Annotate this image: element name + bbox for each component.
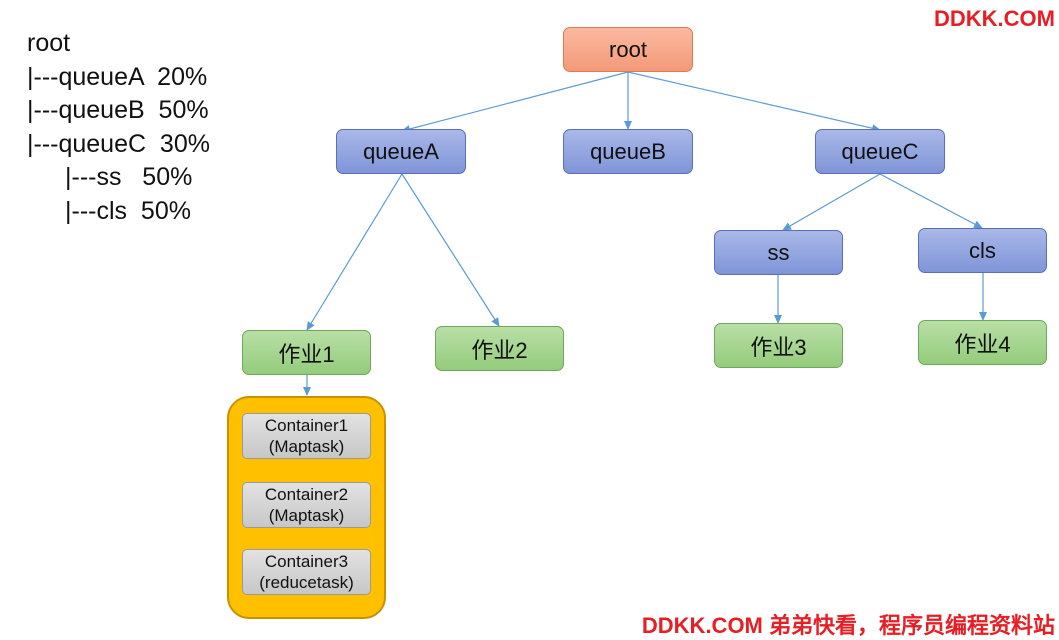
- node-cls: cls: [918, 228, 1047, 273]
- edge-queueA-job2: [401, 173, 500, 327]
- edge-queueA-job1: [306, 173, 403, 331]
- tree-line-queueA: |---queueA 20%: [27, 62, 208, 91]
- edge-queueC-cls: [879, 173, 983, 229]
- edge-root-queueC: [627, 71, 881, 133]
- container-name: Container3: [264, 552, 349, 571]
- edge-root-queueA: [401, 71, 629, 133]
- node-job1: 作业1: [242, 330, 371, 375]
- tree-line-queueB: |---queueB 50%: [27, 96, 209, 124]
- node-ss: ss: [714, 230, 843, 275]
- container-name: Container1: [264, 416, 349, 435]
- container-name: Container2: [264, 485, 349, 504]
- container-box-2: Container2 (Maptask): [242, 482, 371, 528]
- node-queueB: queueB: [563, 129, 693, 174]
- node-queueA: queueA: [336, 129, 466, 174]
- watermark-bottom: DDKK.COM 弟弟快看，程序员编程资料站: [641, 613, 1055, 638]
- container-box-1: Container1 (Maptask): [242, 413, 371, 459]
- tree-line-root: root: [27, 29, 71, 57]
- container-task: (Maptask): [268, 437, 345, 456]
- tree-line-queueC: |---queueC 30%: [27, 129, 210, 158]
- node-job4: 作业4: [918, 320, 1047, 365]
- container-box-3: Container3 (reducetask): [242, 549, 371, 595]
- node-root: root: [563, 27, 693, 72]
- tree-line-cls: |---cls 50%: [65, 196, 191, 225]
- container-task: (Maptask): [268, 506, 345, 525]
- container-task: (reducetask): [259, 573, 354, 592]
- node-job2: 作业2: [435, 326, 564, 371]
- node-queueC: queueC: [815, 129, 945, 174]
- node-job3: 作业3: [714, 323, 843, 368]
- watermark-top: DDKK.COM: [934, 6, 1055, 31]
- edge-queueC-ss: [782, 173, 881, 231]
- tree-line-ss: |---ss 50%: [65, 163, 193, 191]
- queue-hierarchy-text: root |---queueA 20% |---queueB 50% |---q…: [27, 27, 210, 228]
